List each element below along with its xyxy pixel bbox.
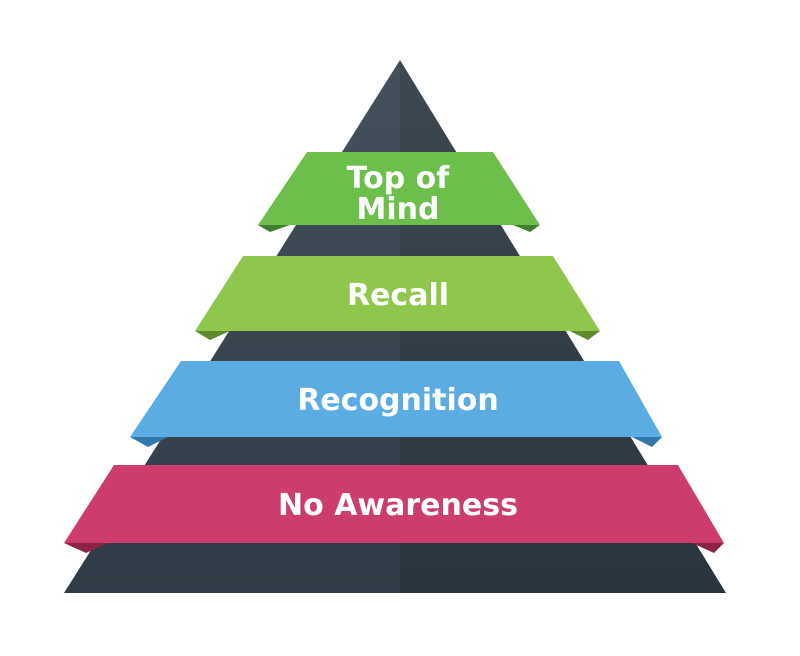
band-no-awareness xyxy=(64,465,724,543)
level-label-recognition: Recognition xyxy=(297,383,499,418)
band-top-of-mind xyxy=(258,152,540,225)
level-label-no-awareness: No Awareness xyxy=(278,488,518,523)
band-top-of-mind-fold-left xyxy=(258,225,290,232)
level-label-recall: Recall xyxy=(347,278,449,313)
level-label-top-of-mind-line2: Mind xyxy=(357,192,440,227)
band-no-awareness-fold-left xyxy=(64,543,108,553)
band-recognition xyxy=(130,361,662,437)
level-recognition: Recognition xyxy=(130,361,662,447)
band-recognition-fold-right xyxy=(632,437,662,447)
band-no-awareness-fold-right xyxy=(692,543,724,553)
level-top-of-mind: Top of Mind xyxy=(258,152,540,232)
band-recognition-fold-left xyxy=(130,437,168,447)
level-recall: Recall xyxy=(195,256,600,340)
level-label-top-of-mind-line1: Top of xyxy=(347,161,451,196)
band-top-of-mind-fold-right xyxy=(513,225,540,232)
band-recall-fold-left xyxy=(195,331,230,340)
band-recall xyxy=(195,256,600,331)
band-recall-fold-right xyxy=(570,331,600,340)
level-no-awareness: No Awareness xyxy=(64,465,724,553)
